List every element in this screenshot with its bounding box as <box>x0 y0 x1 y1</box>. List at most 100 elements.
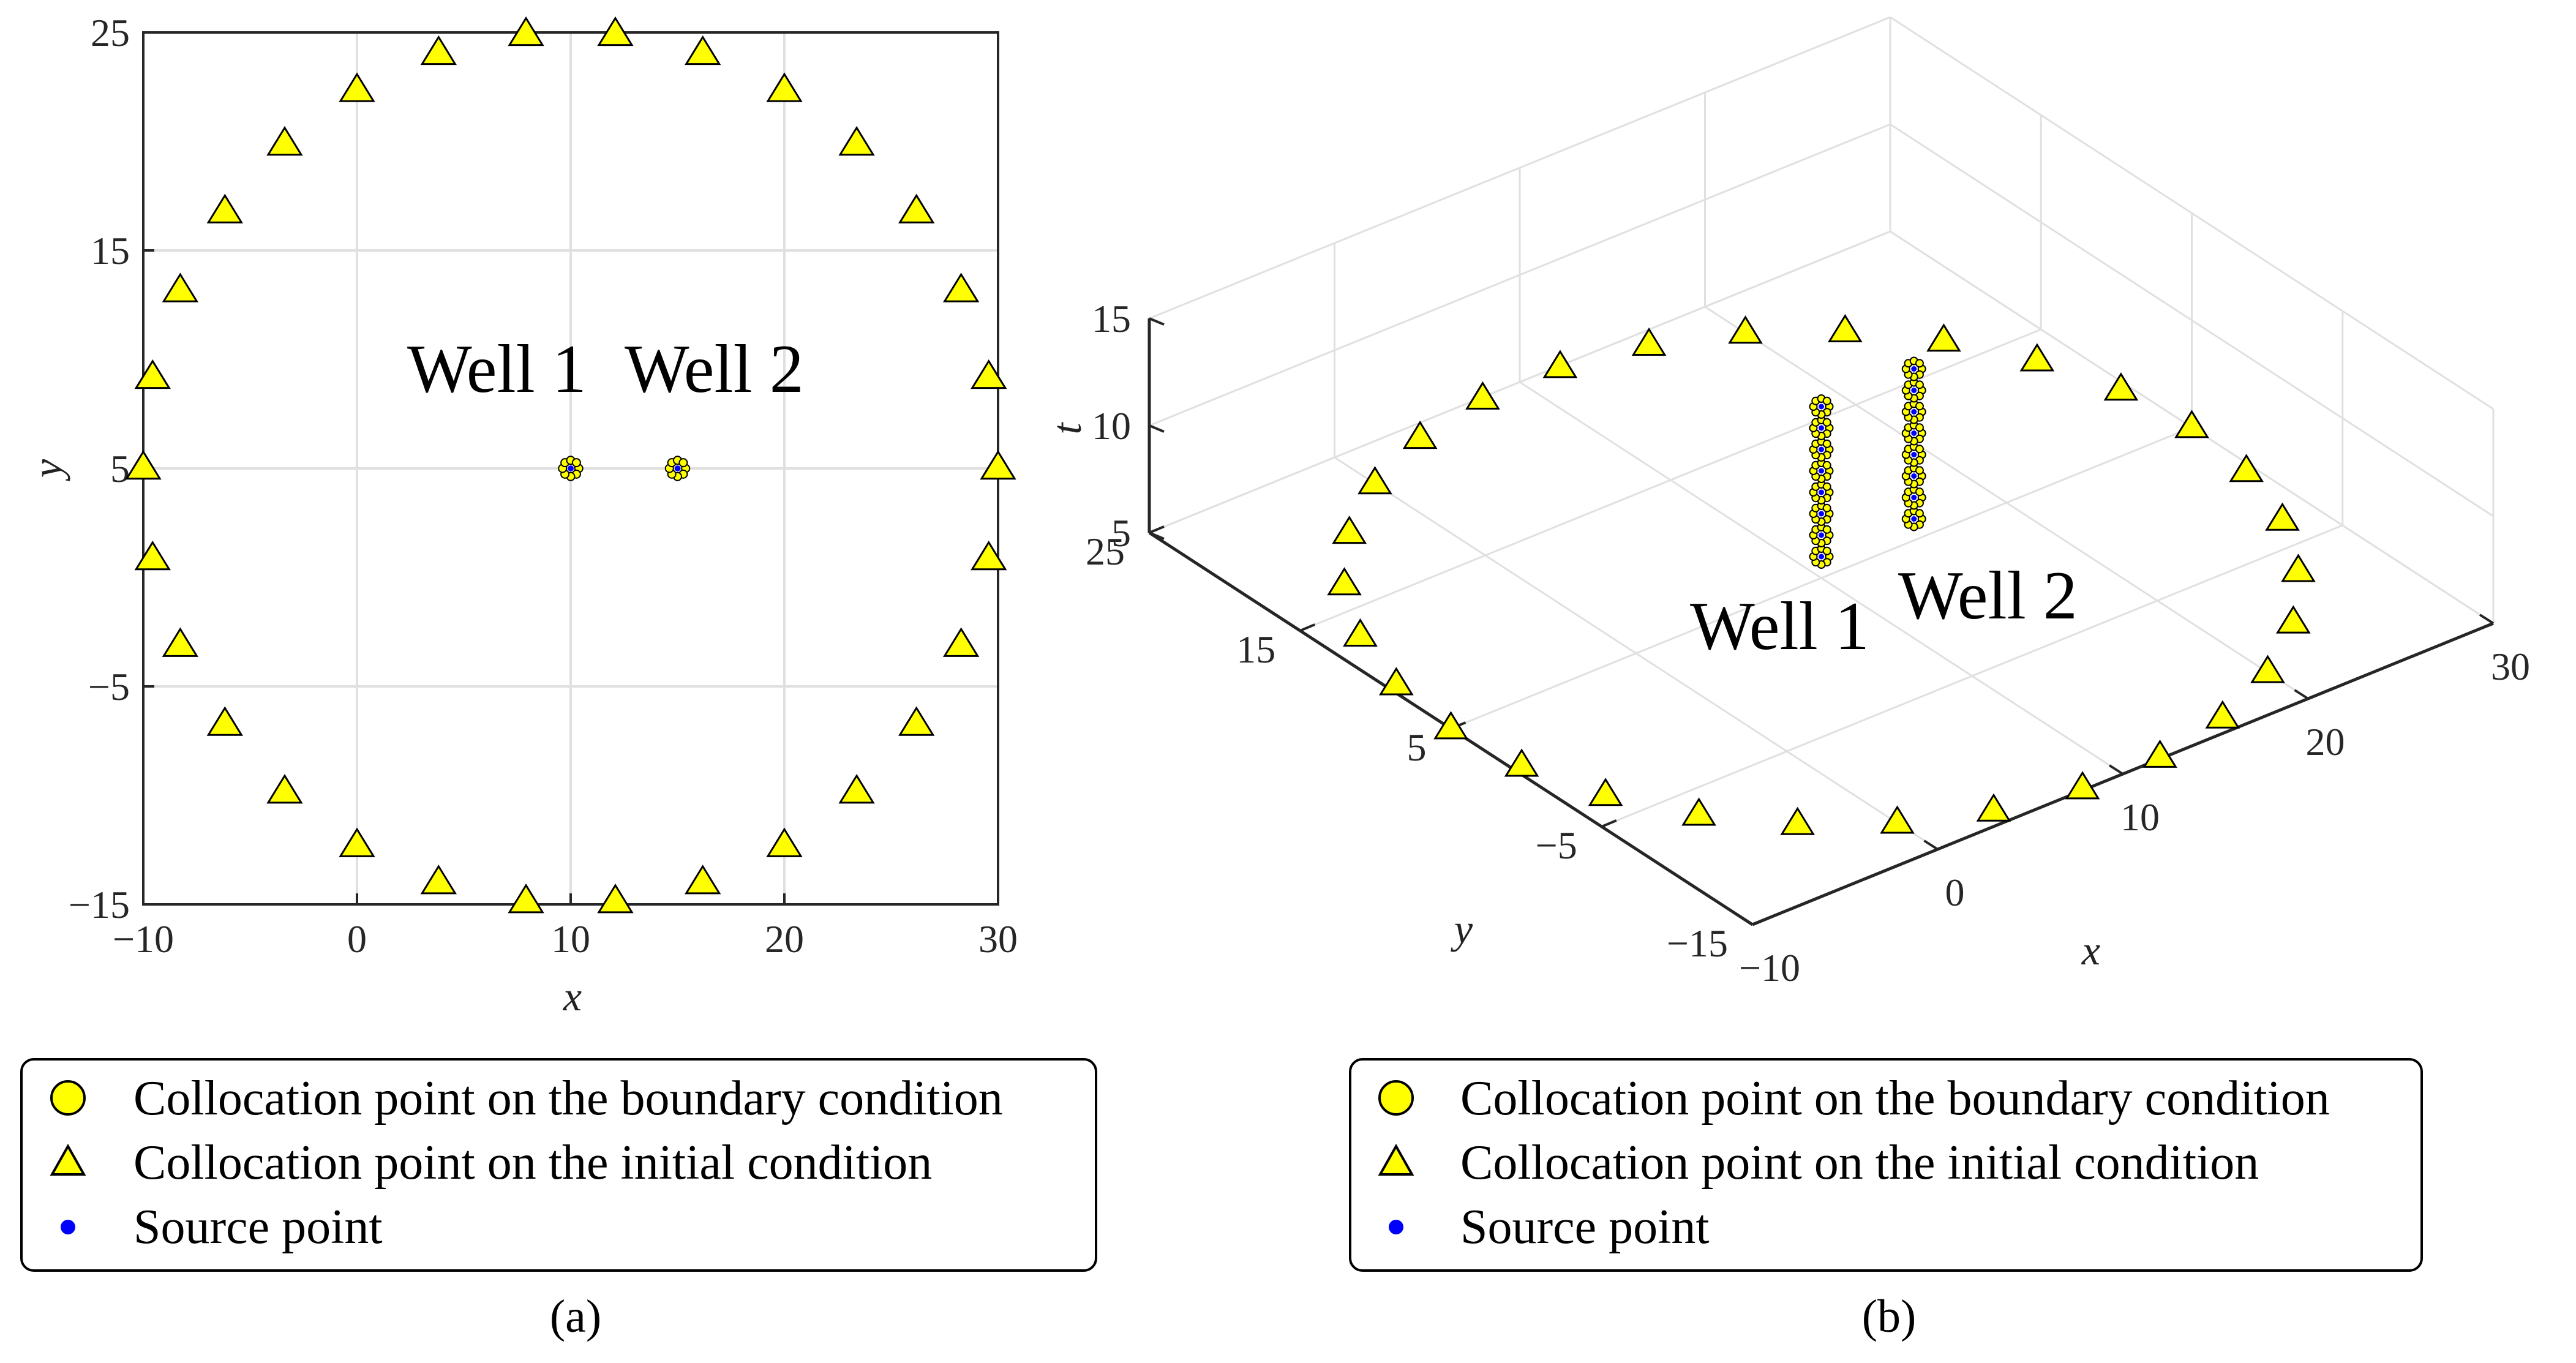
panel-a-initial-point <box>508 16 544 47</box>
panel-b-initial-point <box>1433 711 1468 740</box>
panel-b-well-boundary-point <box>1822 546 1831 555</box>
panel-a-y-tick-label: −5 <box>88 665 130 708</box>
panel-b-y-tick-label: −15 <box>1667 922 1728 965</box>
panel-a-initial-point <box>134 540 171 571</box>
panel-a-initial-point <box>339 827 375 857</box>
legend-a-label-initial: Collocation point on the initial conditi… <box>133 1136 932 1190</box>
panel-b-backwall-z-gridline <box>1149 230 1891 534</box>
panel-b-well-source-point <box>1819 425 1824 431</box>
panel-b-ylabel: y <box>1451 906 1473 952</box>
panel-b-sidewall-z-gridline <box>1890 123 2494 517</box>
panel-b-z-tick-label: 15 <box>1092 297 1131 340</box>
panel-b-initial-point <box>1926 323 1961 352</box>
legend-a-label-boundary: Collocation point on the boundary condit… <box>133 1072 1003 1125</box>
panel-a-initial-point <box>134 359 171 389</box>
panel-b-initial-point <box>2019 343 2055 372</box>
panel-a-initial-point <box>206 706 243 736</box>
panel-b-well-source-point <box>1819 404 1824 410</box>
panel-b-well-boundary-point <box>1822 460 1831 470</box>
panel-b-initial-point <box>1504 748 1539 777</box>
panel-b-initial-point <box>2103 372 2139 401</box>
panel-b-well-boundary-point <box>1822 525 1831 534</box>
panel-b-initial-point <box>1588 778 1623 806</box>
panel-b-x-tick-mark <box>2108 764 2124 775</box>
panel-b-y-tick-mark <box>1752 917 1768 926</box>
panel-b-x-tick-label: 0 <box>1945 871 1965 914</box>
panel-b-initial-point <box>1681 797 1716 826</box>
panel-b-caption: (b) <box>1862 1291 1917 1342</box>
panel-b-y-tick-mark <box>1601 819 1617 828</box>
legend-b-triangle-marker <box>1378 1143 1414 1176</box>
panel-b-backwall-z-gridline <box>1149 123 1891 427</box>
panel-b-well-source-point <box>1911 516 1917 522</box>
panel-a-initial-point <box>685 865 721 895</box>
panel-b-initial-point <box>1357 466 1392 495</box>
panel-a-y-tick-label: 5 <box>110 447 130 490</box>
panel-b-well-boundary-point <box>1915 466 1924 475</box>
panel-b-z-tick-label: 5 <box>1111 511 1131 555</box>
panel-b-well-boundary-point <box>1915 423 1924 432</box>
panel-b-x-tick-mark <box>1923 839 1939 850</box>
panel-a-initial-point <box>597 16 634 47</box>
panel-b-initial-point <box>1343 618 1378 647</box>
panel-a-initial-point <box>266 773 303 804</box>
panel-a-x-tick-label: 10 <box>551 917 590 961</box>
panel-b-y-tick-label: 15 <box>1236 628 1275 671</box>
panel-a-initial-point <box>162 272 199 302</box>
panel-a-initial-point <box>339 72 375 102</box>
panel-a-annotation-well-1: Well 1 <box>407 331 587 407</box>
panel-b-initial-point <box>1542 350 1578 378</box>
panel-b-well-boundary-point <box>1822 439 1831 448</box>
panel-a-initial-point <box>206 193 243 223</box>
panel-b-initial-point <box>1402 420 1438 449</box>
panel-a-x-tick-label: −10 <box>113 917 174 961</box>
panel-a-well-source-point <box>674 465 681 471</box>
panel-b-well-source-point <box>1819 489 1824 495</box>
panel-b-initial-point <box>2065 771 2100 800</box>
panel-b-well-boundary-point <box>1822 396 1831 405</box>
panel-a-well-boundary-point <box>571 458 581 468</box>
panel-a-y-tick-label: −15 <box>69 883 130 926</box>
panel-a-initial-point <box>838 773 875 804</box>
panel-a-ylabel: y <box>24 459 70 481</box>
panel-a-x-tick-label: 20 <box>765 917 804 961</box>
panel-a-initial-point <box>971 540 1007 571</box>
panel-b-well-source-point <box>1819 554 1824 560</box>
panel-b-well-source-point <box>1911 366 1917 372</box>
panel-b-well-source-point <box>1911 409 1917 415</box>
panel-b-well-source-point <box>1911 452 1917 457</box>
panel-b-initial-point <box>2174 410 2209 438</box>
panel-b-initial-point <box>1327 567 1362 596</box>
legend-b-label-initial: Collocation point on the initial conditi… <box>1460 1136 2259 1190</box>
panel-b-x-tick-mark <box>2294 689 2309 700</box>
panel-a-y-tick-label: 15 <box>91 229 130 272</box>
panel-a-initial-point <box>685 35 721 66</box>
panel-b-y-tick-mark <box>1149 525 1165 534</box>
legend-b-label-source: Source point <box>1460 1200 1710 1254</box>
panel-b-initial-point <box>1827 314 1863 342</box>
legend-a-dot-marker <box>61 1220 75 1234</box>
panel-b-initial-point <box>2281 554 2316 582</box>
panel-b-x-tick-label: 10 <box>2120 795 2160 839</box>
panel-b-initial-point <box>1780 806 1816 835</box>
panel-b-initial-point <box>2205 700 2240 729</box>
panel-a-caption: (a) <box>550 1291 601 1342</box>
panel-b-z-tick-label: 10 <box>1092 404 1131 448</box>
panel-b-x-tick-label: 30 <box>2491 645 2530 688</box>
panel-b-zlabel: t <box>1043 421 1090 434</box>
panel-b-initial-point <box>1728 315 1763 344</box>
panel-a-initial-point <box>420 35 457 66</box>
panel-b-well-source-point <box>1911 430 1917 436</box>
panel-a-well-boundary-point <box>678 458 688 468</box>
legend-a-circle-marker <box>50 1080 86 1116</box>
panel-b-floor-y-gridline <box>1299 328 2041 632</box>
panel-a-initial-point <box>766 827 803 857</box>
panel-b-well-boundary-point <box>1915 380 1924 389</box>
panel-b-initial-point <box>1465 381 1500 410</box>
panel-b-legend-box <box>1349 1058 2423 1272</box>
panel-b-well-boundary-point <box>1915 359 1924 368</box>
panel-b-initial-point <box>1976 793 2011 822</box>
